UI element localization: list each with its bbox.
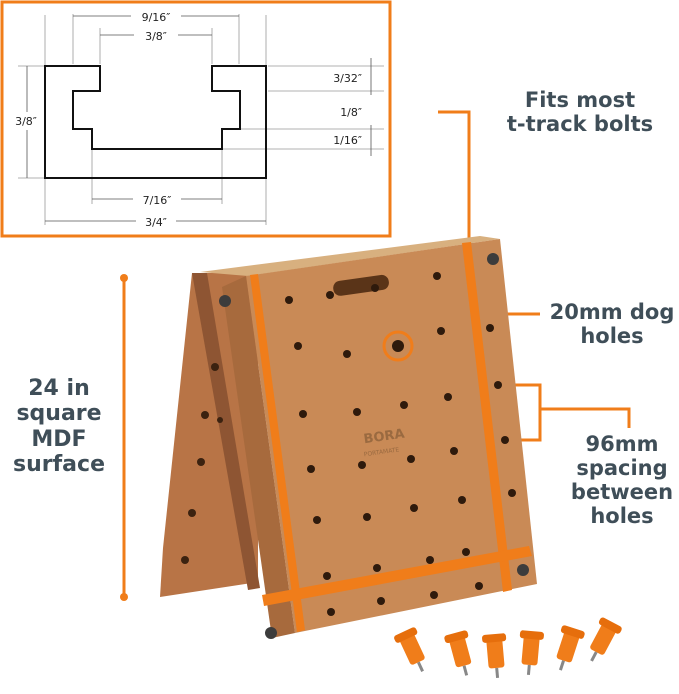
dim-top-outer: 9/16″ xyxy=(142,11,171,24)
callout-dogholes-line1: 20mm dog xyxy=(549,300,675,324)
callout-tbolts: Fits most t-track bolts xyxy=(500,88,660,136)
dim-bottom-outer: 3/4″ xyxy=(145,216,167,229)
callout-spacing-line4: holes xyxy=(590,504,654,529)
dog-hole-highlight xyxy=(382,330,414,362)
dim-top-inner: 3/8″ xyxy=(145,30,167,43)
callout-surface-line3: MDF xyxy=(31,426,87,452)
front-panel: BORA PORTAMATE xyxy=(219,239,537,639)
callout-surface: 24 in square MDF surface xyxy=(4,376,114,477)
dim-right-3: 1/16″ xyxy=(333,134,362,147)
callout-dogholes: 20mm dog holes xyxy=(548,300,676,348)
callout-dogholes-line2: holes xyxy=(580,324,644,349)
dog-holes xyxy=(285,272,516,616)
callout-spacing: 96mm spacing between holes xyxy=(566,432,678,529)
callout-surface-line1: 24 in xyxy=(28,376,90,401)
callout-spacing-line3: between xyxy=(570,480,674,505)
bench-dogs xyxy=(394,617,622,679)
dim-right-2: 1/8″ xyxy=(340,106,362,119)
brand-sublogo: PORTAMATE xyxy=(363,446,399,458)
t-track-right xyxy=(462,242,512,592)
t-track-profile-diagram: 9/16″ 3/8″ 3/8″ 3/32″ 1/8″ 1/16″ 7/16″ 3… xyxy=(0,0,392,238)
callout-spacing-line1: 96mm xyxy=(585,432,659,456)
callout-surface-line4: surface xyxy=(13,451,105,477)
top-edge xyxy=(200,236,500,276)
t-track-left xyxy=(250,274,305,632)
t-track-bottom xyxy=(262,546,532,606)
dim-left-height: 3/8″ xyxy=(15,115,37,128)
callout-tbolts-line1: Fits most xyxy=(524,88,636,112)
callout-spacing-line2: spacing xyxy=(576,456,668,481)
dim-right-1: 3/32″ xyxy=(333,72,362,85)
brand-logo: BORA xyxy=(363,427,406,448)
callout-surface-line2: square xyxy=(16,401,102,427)
callout-tbolts-line2: t-track bolts xyxy=(506,112,654,137)
dim-bottom-inner: 7/16″ xyxy=(143,194,172,207)
